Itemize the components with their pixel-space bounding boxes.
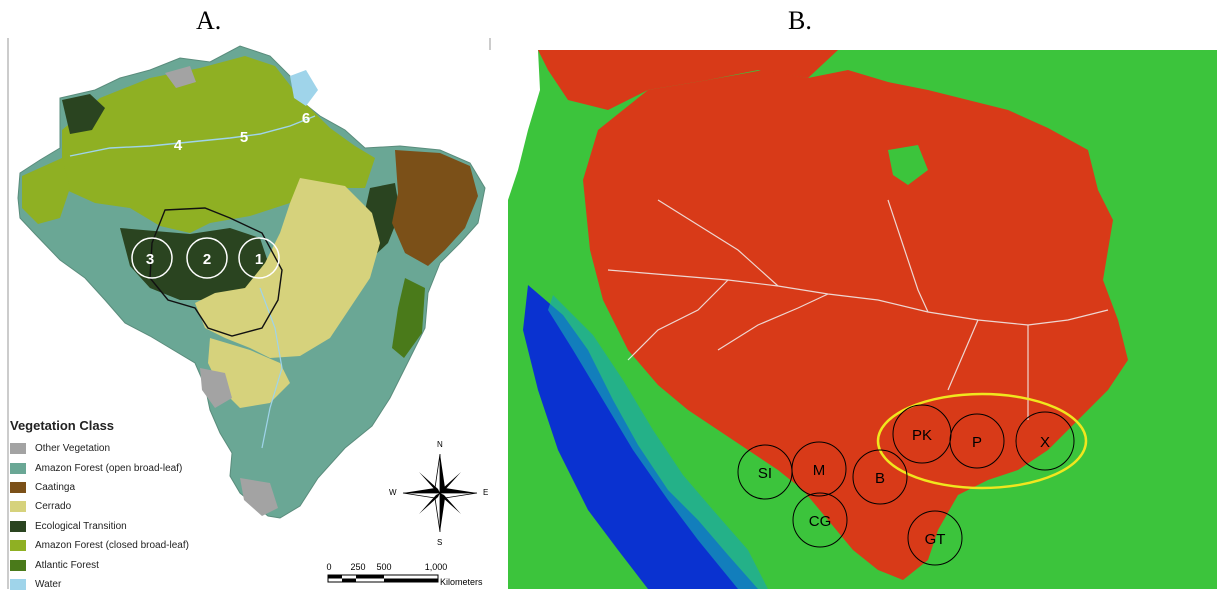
atlantic-forest-region — [392, 278, 425, 358]
caatinga-region — [392, 150, 478, 266]
svg-text:B: B — [875, 470, 885, 487]
legend-swatch — [10, 540, 26, 552]
scale-tick-250: 250 — [350, 562, 366, 572]
amazon-forest-core — [583, 70, 1128, 580]
ecological-transition-region — [62, 94, 105, 134]
legend-item: Amazon Forest (closed broad-leaf) — [10, 536, 250, 555]
legend-item: Water — [10, 575, 250, 594]
site-marker-cg: CG — [792, 492, 848, 548]
compass-east: E — [483, 488, 489, 497]
region-marker-3: 3 — [131, 237, 173, 279]
other-vegetation-patch-south — [240, 478, 278, 516]
legend-item: Cerrado — [10, 497, 250, 516]
svg-text:2: 2 — [203, 251, 211, 268]
site-marker-x: X — [1015, 411, 1075, 471]
legend-item: Ecological Transition — [10, 517, 250, 536]
vegetation-map: 1 2 3 4 5 6 — [7, 38, 491, 589]
scale-tick-500: 500 — [376, 562, 392, 572]
study-area-boundary — [149, 207, 283, 337]
andes-midland — [548, 295, 768, 589]
legend-item: Amazon Forest (open broad-leaf) — [10, 458, 250, 477]
svg-text:GT: GT — [925, 531, 946, 548]
other-vegetation-north — [165, 66, 196, 88]
compass-north: N — [437, 440, 443, 449]
water-region — [290, 70, 318, 106]
river-network — [607, 199, 1109, 420]
legend-item: Other Vegetation — [10, 439, 250, 458]
legend-label: Amazon Forest (open broad-leaf) — [35, 462, 183, 474]
svg-text:3: 3 — [146, 251, 154, 268]
svg-text:P: P — [972, 434, 982, 451]
legend-label: Caatinga — [35, 481, 76, 493]
scale-unit: Kilometers — [440, 577, 483, 587]
legend-swatch — [10, 559, 26, 571]
compass-west: W — [389, 488, 397, 497]
scale-bar: 0 250 500 1,000 Kilometers — [322, 562, 492, 588]
legend-swatch — [10, 443, 26, 455]
compass-rose: N S W E — [389, 440, 489, 547]
legend-swatch — [10, 462, 26, 474]
amazon-closed-forest-west — [22, 158, 70, 224]
svg-text:1: 1 — [255, 251, 263, 268]
ecological-transition-central — [120, 228, 270, 300]
legend-item: Atlantic Forest — [10, 555, 250, 574]
region-marker-5: 5 — [240, 129, 248, 146]
scale-bar-graphic — [327, 574, 439, 583]
panel-label-a: A. — [196, 6, 222, 35]
amazon-basin-map: SI M B CG GT PK P X — [508, 50, 1217, 589]
legend-label: Atlantic Forest — [35, 559, 99, 571]
legend-item: Caatinga — [10, 478, 250, 497]
legend-label: Cerrado — [35, 501, 72, 513]
legend-label: Amazon Forest (closed broad-leaf) — [35, 540, 189, 552]
legend-label: Water — [35, 578, 62, 590]
svg-text:PK: PK — [912, 427, 932, 444]
pacific-ocean — [508, 50, 540, 200]
site-marker-gt: GT — [907, 510, 963, 566]
compass-south: S — [437, 538, 443, 547]
scale-tick-1000: 1,000 — [424, 562, 448, 572]
legend-swatch — [10, 481, 26, 493]
legend-label: Other Vegetation — [35, 443, 111, 455]
panel-label-b: B. — [788, 6, 812, 35]
site-marker-p: P — [949, 413, 1005, 469]
amazon-river — [69, 115, 316, 157]
svg-text:CG: CG — [809, 513, 832, 530]
region-marker-2: 2 — [186, 237, 228, 279]
svg-text:SI: SI — [758, 465, 772, 482]
compass-star-icon — [402, 453, 478, 533]
forest-gap-north — [888, 145, 928, 185]
northern-forest — [538, 50, 838, 110]
legend-swatch — [10, 520, 26, 532]
highlight-ellipse — [876, 392, 1088, 490]
legend-swatch — [10, 578, 26, 590]
svg-text:X: X — [1040, 434, 1050, 451]
region-marker-6: 6 — [302, 110, 310, 127]
region-marker-4: 4 — [174, 137, 183, 154]
legend-label: Ecological Transition — [35, 520, 127, 532]
site-marker-b: B — [852, 449, 908, 505]
legend-swatch — [10, 501, 26, 513]
other-vegetation-patch — [200, 368, 232, 408]
region-marker-1: 1 — [238, 237, 280, 279]
svg-text:M: M — [813, 462, 826, 479]
scale-tick-0: 0 — [326, 562, 332, 572]
site-marker-m: M — [791, 441, 847, 497]
legend-title: Vegetation Class — [10, 418, 115, 433]
cerrado-region — [195, 178, 380, 358]
